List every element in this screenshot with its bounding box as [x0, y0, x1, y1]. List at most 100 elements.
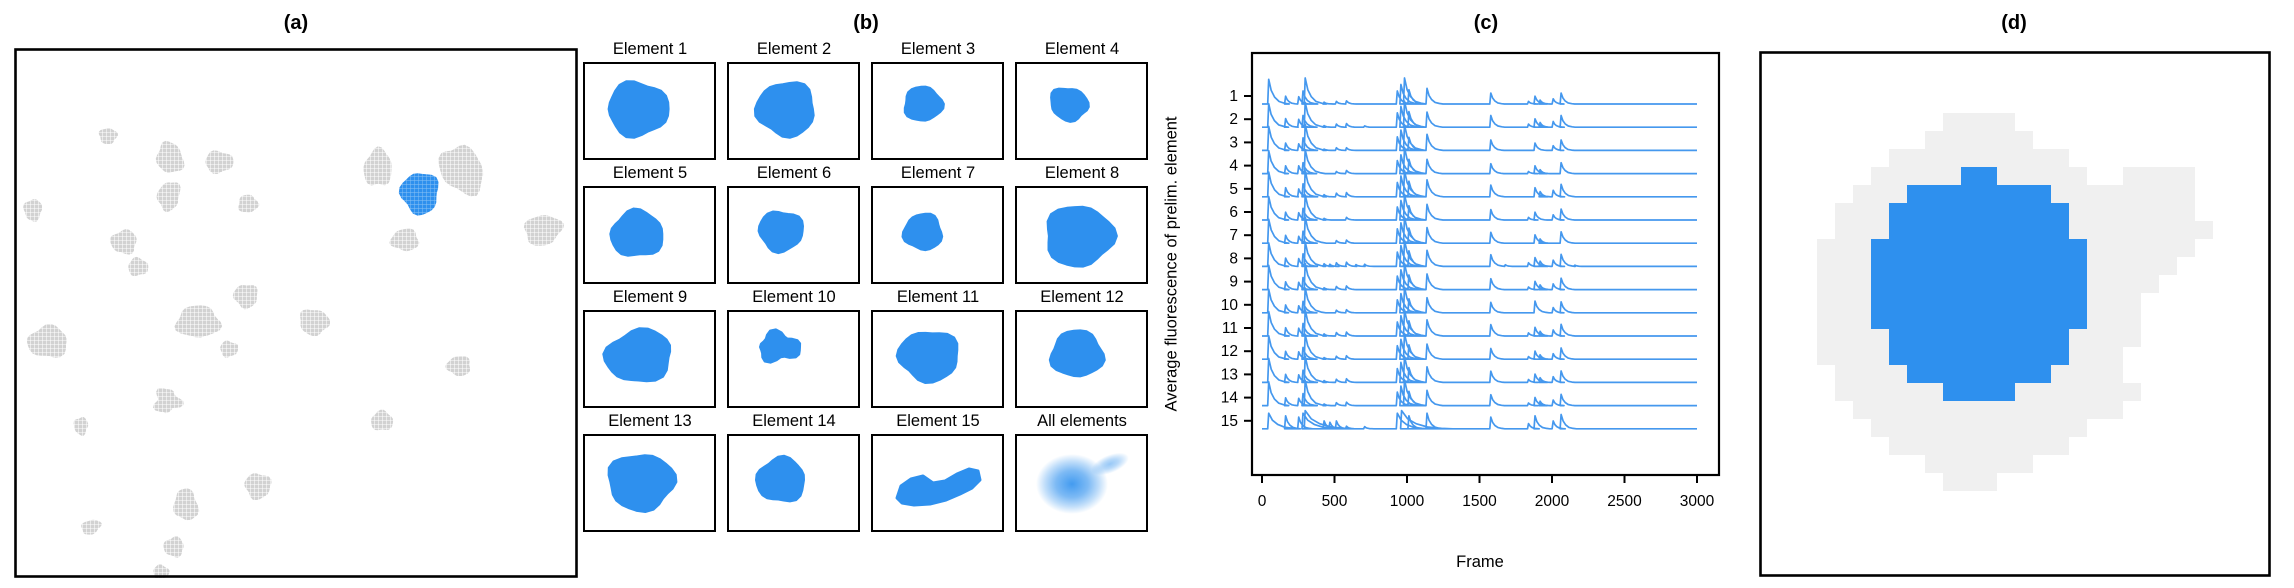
panel-a-border	[14, 48, 578, 578]
element-subpanel-box	[871, 186, 1004, 284]
y-tick-label: 8	[1229, 250, 1238, 267]
footprint-pixel-core	[1979, 203, 1997, 221]
footprint-pixel-halo	[1835, 221, 1853, 239]
footprint-pixel-core	[1925, 347, 1943, 365]
footprint-pixel-core	[2051, 257, 2069, 275]
footprint-pixel-halo	[1871, 383, 1889, 401]
footprint-pixel-halo	[2159, 239, 2177, 257]
footprint-pixel-halo	[2141, 221, 2159, 239]
y-tick-label: 7	[1229, 227, 1238, 244]
footprint-pixel-core	[2033, 311, 2051, 329]
footprint-pixel-core	[1943, 185, 1961, 203]
footprint-pixel-core	[2069, 239, 2087, 257]
footprint-pixel-halo	[2105, 185, 2123, 203]
element-footprint	[173, 488, 200, 521]
element-footprint	[371, 409, 394, 431]
footprint-pixel-core	[2069, 293, 2087, 311]
footprint-pixel-halo	[1961, 131, 1979, 149]
footprint-pixel-core	[2015, 347, 2033, 365]
element-subpanel: Element 13	[583, 412, 717, 532]
footprint-pixel-core	[1979, 347, 1997, 365]
element-subpanel-box	[727, 310, 860, 408]
footprint-pixel-halo	[2051, 167, 2069, 185]
element-blob	[1046, 205, 1118, 268]
footprint-pixel-halo	[1997, 437, 2015, 455]
element-subpanel: Element 7	[871, 164, 1005, 284]
footprint-pixel-halo	[2051, 365, 2069, 383]
element-blob-svg	[903, 85, 945, 122]
footprint-pixel-core	[2015, 293, 2033, 311]
element-blob-svg	[607, 80, 670, 139]
footprint-pixel-halo	[1925, 419, 1943, 437]
footprint-pixel-halo	[2177, 221, 2195, 239]
footprint-pixel-core	[1979, 329, 1997, 347]
element-blob	[759, 328, 802, 364]
footprint-pixel-core	[1997, 239, 2015, 257]
element-footprint	[389, 228, 420, 252]
footprint-pixel-halo	[1925, 437, 1943, 455]
footprint-pixel-halo	[1979, 419, 1997, 437]
footprint-pixel-halo	[1871, 419, 1889, 437]
footprint-pixel-core	[1889, 275, 1907, 293]
footprint-pixel-halo	[2123, 221, 2141, 239]
footprint-pixel-halo	[2123, 203, 2141, 221]
element-footprint	[244, 473, 272, 501]
x-tick-label: 500	[1322, 493, 1348, 510]
footprint-pixel-halo	[1907, 149, 1925, 167]
element-subpanel: Element 2	[727, 40, 861, 160]
footprint-pixel-halo	[2051, 419, 2069, 437]
y-tick-label: 6	[1229, 204, 1238, 221]
footprint-pixel-halo	[1961, 149, 1979, 167]
y-tick-label: 14	[1221, 390, 1239, 407]
fluorescence-trace	[1262, 100, 1697, 129]
footprint-pixel-core	[1979, 257, 1997, 275]
footprint-pixel-core	[1925, 293, 1943, 311]
footprint-pixel-core	[1889, 203, 1907, 221]
footprint-pixel-halo	[1961, 113, 1979, 131]
footprint-pixel-core	[1961, 311, 1979, 329]
fluorescence-trace	[1262, 77, 1697, 105]
footprint-pixel-core	[2033, 365, 2051, 383]
footprint-pixel-halo	[2177, 203, 2195, 221]
footprint-pixel-halo	[2195, 221, 2213, 239]
footprint-pixel-core	[2033, 203, 2051, 221]
footprint-pixel-halo	[1925, 131, 1943, 149]
footprint-pixel-core	[1907, 365, 1925, 383]
element-blob-svg	[1048, 329, 1106, 378]
footprint-pixel-core	[1997, 383, 2015, 401]
element-blob-svg	[1046, 205, 1118, 268]
footprint-pixel-halo	[2087, 293, 2105, 311]
footprint-pixel-halo	[1997, 455, 2015, 473]
footprint-pixel-halo	[2141, 239, 2159, 257]
footprint-pixel-core	[1961, 221, 1979, 239]
footprint-pixel-halo	[2105, 257, 2123, 275]
footprint-pixel-core	[1943, 203, 1961, 221]
footprint-pixel-core	[2051, 221, 2069, 239]
footprint-pixel-halo	[2069, 401, 2087, 419]
element-blob	[607, 80, 670, 139]
element-blob-svg	[901, 212, 944, 252]
element-blob	[901, 212, 944, 252]
footprint-pixel-core	[1889, 311, 1907, 329]
element-blob	[755, 454, 805, 503]
element-subpanel-box	[1015, 310, 1148, 408]
element-subpanel-label: Element 14	[752, 412, 836, 430]
footprint-pixel-core	[2015, 365, 2033, 383]
footprint-pixel-core	[1997, 221, 2015, 239]
footprint-pixel-halo	[1835, 311, 1853, 329]
footprint-pixel-core	[1997, 203, 2015, 221]
footprint-pixel-halo	[2123, 239, 2141, 257]
footprint-pixel-halo	[2069, 347, 2087, 365]
footprint-pixel-halo	[2159, 185, 2177, 203]
y-tick-label: 11	[1222, 320, 1238, 337]
footprint-pixel-halo	[1907, 437, 1925, 455]
footprint-pixel-core	[1943, 275, 1961, 293]
footprint-pixel-halo	[2051, 437, 2069, 455]
footprint-pixel-halo	[1835, 257, 1853, 275]
footprint-pixel-core	[1997, 275, 2015, 293]
element-subpanel-box	[871, 62, 1004, 160]
footprint-pixel-halo	[2015, 437, 2033, 455]
